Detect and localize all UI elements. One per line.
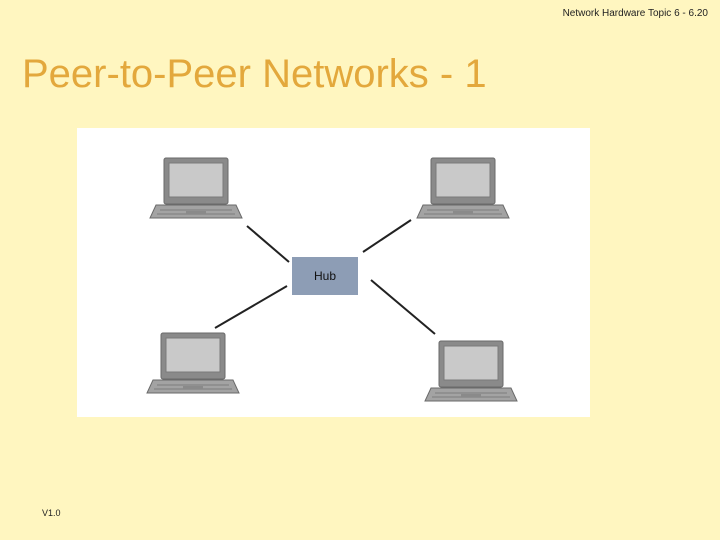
header-note: Network Hardware Topic 6 - 6.20 [563, 8, 708, 19]
network-diagram: Hub [77, 128, 590, 417]
laptop-icon [150, 158, 242, 218]
laptop-icon [147, 333, 239, 393]
link-bottom-right [371, 280, 435, 334]
laptop-icon [417, 158, 509, 218]
link-top-left [247, 226, 289, 262]
link-bottom-left [215, 286, 287, 328]
hub-label: Hub [314, 269, 336, 283]
hub-node: Hub [292, 257, 358, 295]
slide-title: Peer-to-Peer Networks - 1 [22, 50, 487, 98]
laptop-icon [425, 341, 517, 401]
link-top-right [363, 220, 411, 252]
version-label: V1.0 [42, 508, 61, 518]
